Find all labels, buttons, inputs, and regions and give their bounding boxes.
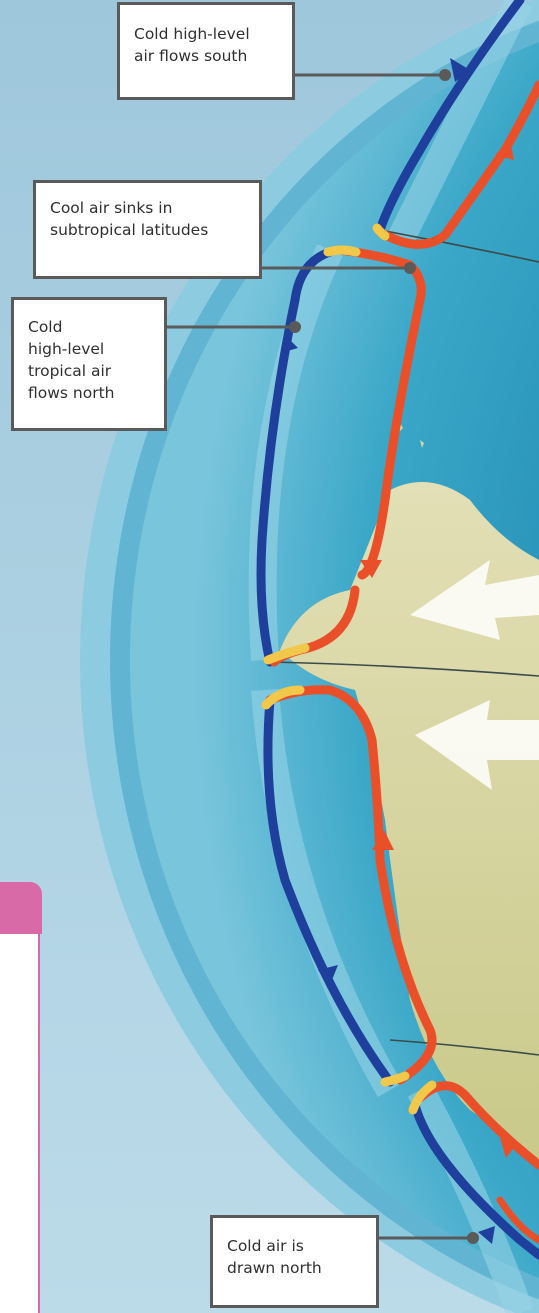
polar-cell-loop — [372, 0, 539, 249]
callout-text-line: Cold air is — [227, 1237, 304, 1255]
callout-text-line: Cool air sinks in — [50, 199, 173, 217]
callout-text-line: Cold — [28, 318, 63, 336]
callout-text-line: drawn north — [227, 1259, 322, 1277]
latitude-lines — [269, 229, 539, 1056]
callout-leader-lines — [167, 73, 473, 1240]
callout-leader-dots — [289, 69, 479, 1244]
callout-subtropical-sinking: Cool air sinks in subtropical latitudes — [33, 180, 262, 279]
flow-direction-arrowheads — [284, 58, 515, 1244]
callout-text-line: high-level — [28, 340, 105, 358]
callout-tropical-north: Cold high-level tropical air flows north — [11, 297, 167, 431]
callout-text-line: subtropical latitudes — [50, 221, 209, 239]
trade-wind-arrows — [410, 560, 539, 790]
callout-text-line: Cold high-level — [134, 25, 250, 43]
side-panel-tab — [0, 882, 42, 934]
callout-text-line: air flows south — [134, 47, 248, 65]
callout-drawn-north: Cold air is drawn north — [210, 1215, 379, 1308]
callout-text-line: flows north — [28, 384, 115, 402]
callout-upper-south: Cold high-level air flows south — [117, 2, 295, 100]
side-panel — [0, 934, 40, 1313]
hadley-cell-loop — [261, 685, 437, 1087]
ferrel-cell-loop — [256, 245, 426, 667]
polar-south-loop — [408, 1080, 539, 1260]
callout-text-line: tropical air — [28, 362, 112, 380]
